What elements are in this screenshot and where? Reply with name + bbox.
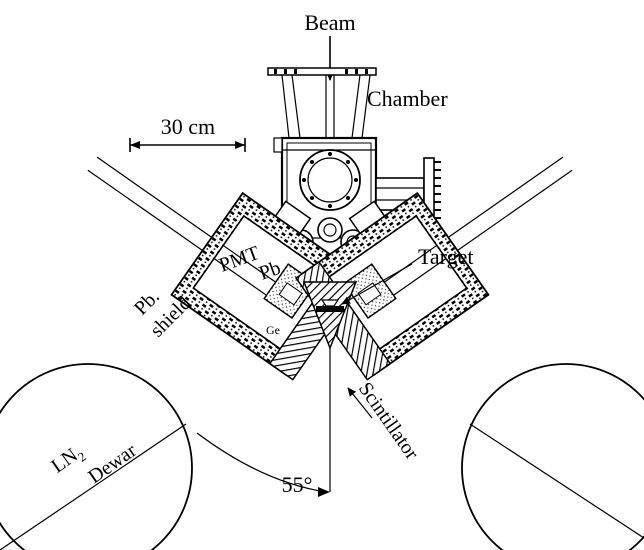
right-detector <box>295 156 573 381</box>
beam-line: Beam <box>304 10 356 81</box>
right-dewar <box>461 363 644 550</box>
scale-bar: 30 cm <box>129 114 246 152</box>
scintillator-leader <box>347 387 373 419</box>
target-label: Target <box>418 244 473 269</box>
angle-label: 55° <box>282 472 313 497</box>
left-dewar <box>0 363 193 550</box>
target <box>316 299 344 312</box>
scale-bar-label: 30 cm <box>161 114 215 139</box>
target-leader <box>341 263 413 305</box>
chamber-label: Chamber <box>367 86 448 111</box>
scintillator-label: Scintillator <box>354 378 423 464</box>
angle-indicator: 55° <box>196 348 331 497</box>
beam-label: Beam <box>304 10 355 35</box>
ge-label: Ge <box>266 323 280 337</box>
